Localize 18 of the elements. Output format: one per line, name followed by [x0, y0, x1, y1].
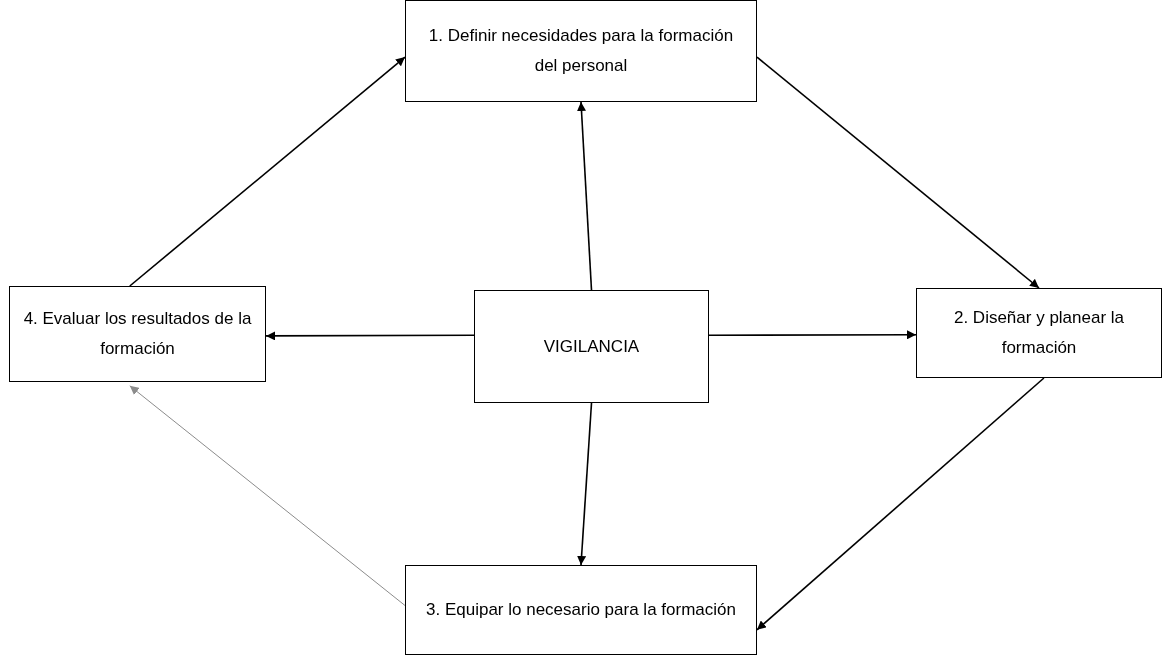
arrow — [129, 56, 406, 287]
arrow — [265, 331, 475, 341]
box-text: 3. Equipar lo necesario para la formación — [426, 599, 736, 621]
arrow — [756, 377, 1045, 631]
arrow — [756, 56, 1040, 289]
arrow — [129, 385, 406, 606]
process-box — [9, 286, 266, 382]
box-text: 4. Evaluar los resultados de la formación — [22, 308, 253, 360]
process-box — [405, 0, 757, 102]
arrow — [577, 101, 593, 291]
box-text: 1. Definir necesidades para la formación del personal — [427, 25, 735, 77]
arrow — [577, 402, 593, 566]
process-box — [405, 565, 757, 655]
box-text: VIGILANCIA — [543, 335, 640, 358]
box-text: 2. Diseñar y planear la formación — [952, 307, 1126, 359]
arrow — [708, 330, 917, 340]
process-box — [474, 290, 709, 403]
process-box — [916, 288, 1162, 378]
